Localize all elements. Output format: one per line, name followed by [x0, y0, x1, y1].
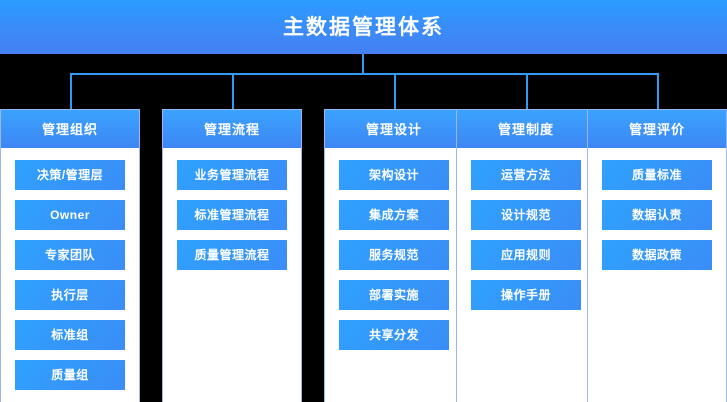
- chip-item[interactable]: 专家团队: [15, 240, 125, 270]
- column-body-4: 运营方法设计规范应用规则操作手册: [457, 148, 595, 310]
- connector-drop-2: [232, 73, 234, 109]
- column-5: 管理评价质量标准数据认责数据政策: [587, 109, 727, 402]
- chip-label: 标准组: [51, 328, 89, 342]
- column-body-5: 质量标准数据认责数据政策: [588, 148, 726, 270]
- diagram-banner: 主数据管理体系: [0, 0, 727, 54]
- chip-label: 质量组: [51, 368, 89, 382]
- chip-label: 质量标准: [631, 168, 682, 182]
- column-2: 管理流程业务管理流程标准管理流程质量管理流程: [162, 109, 302, 402]
- chip-label: 质量管理流程: [194, 248, 270, 262]
- chip-item[interactable]: 设计规范: [471, 200, 581, 230]
- chip-item[interactable]: Owner: [15, 200, 125, 230]
- chip-label: 业务管理流程: [194, 168, 270, 182]
- chip-label: 数据认责: [631, 208, 682, 222]
- chip-label: 部署实施: [368, 288, 419, 302]
- chip-item[interactable]: 架构设计: [339, 160, 449, 190]
- column-body-2: 业务管理流程标准管理流程质量管理流程: [163, 148, 301, 270]
- chip-label: 服务规范: [368, 248, 419, 262]
- connector-bus: [70, 73, 657, 75]
- connector-drop-3: [394, 73, 396, 109]
- chip-label: 专家团队: [44, 248, 95, 262]
- connector-drop-1: [70, 73, 72, 109]
- connector-drop-5: [657, 73, 659, 109]
- chip-item[interactable]: 标准组: [15, 320, 125, 350]
- chip-item[interactable]: 共享分发: [339, 320, 449, 350]
- chip-label: 操作手册: [500, 288, 551, 302]
- connector-drop-4: [526, 73, 528, 109]
- chip-label: Owner: [50, 208, 90, 222]
- chip-item[interactable]: 数据认责: [602, 200, 712, 230]
- chip-label: 应用规则: [500, 248, 551, 262]
- page-title: 主数据管理体系: [283, 15, 444, 39]
- column-body-3: 架构设计集成方案服务规范部署实施共享分发: [325, 148, 463, 350]
- chip-label: 决策/管理层: [36, 168, 104, 182]
- column-header-3[interactable]: 管理设计: [325, 110, 463, 148]
- chip-label: 运营方法: [500, 168, 551, 182]
- chip-label: 集成方案: [368, 208, 419, 222]
- chip-label: 设计规范: [500, 208, 551, 222]
- chip-item[interactable]: 部署实施: [339, 280, 449, 310]
- chip-item[interactable]: 服务规范: [339, 240, 449, 270]
- chip-item[interactable]: 执行层: [15, 280, 125, 310]
- column-header-label: 管理评价: [628, 121, 685, 137]
- chip-label: 执行层: [51, 288, 89, 302]
- column-header-4[interactable]: 管理制度: [457, 110, 595, 148]
- chip-label: 共享分发: [368, 328, 419, 342]
- column-1: 管理组织决策/管理层 Owner 专家团队执行层标准组质量组: [0, 109, 140, 402]
- column-header-1[interactable]: 管理组织: [1, 110, 139, 148]
- chip-label: 架构设计: [368, 168, 419, 182]
- chip-item[interactable]: 集成方案: [339, 200, 449, 230]
- column-header-label: 管理设计: [365, 121, 422, 137]
- chip-label: 数据政策: [631, 248, 682, 262]
- chip-label: 标准管理流程: [194, 208, 270, 222]
- chip-item[interactable]: 质量标准: [602, 160, 712, 190]
- column-header-5[interactable]: 管理评价: [588, 110, 726, 148]
- chip-item[interactable]: 数据政策: [602, 240, 712, 270]
- chip-item[interactable]: 应用规则: [471, 240, 581, 270]
- chip-item[interactable]: 运营方法: [471, 160, 581, 190]
- chip-item[interactable]: 业务管理流程: [177, 160, 287, 190]
- chip-item[interactable]: 质量组: [15, 360, 125, 390]
- chip-item[interactable]: 操作手册: [471, 280, 581, 310]
- chip-item[interactable]: 质量管理流程: [177, 240, 287, 270]
- column-body-1: 决策/管理层 Owner 专家团队执行层标准组质量组: [1, 148, 139, 390]
- chip-item[interactable]: 标准管理流程: [177, 200, 287, 230]
- connector-stem: [362, 54, 364, 75]
- chip-item[interactable]: 决策/管理层: [15, 160, 125, 190]
- column-header-label: 管理制度: [497, 121, 554, 137]
- column-header-label: 管理流程: [203, 121, 260, 137]
- column-header-2[interactable]: 管理流程: [163, 110, 301, 148]
- column-3: 管理设计架构设计集成方案服务规范部署实施共享分发: [324, 109, 464, 402]
- column-header-label: 管理组织: [41, 121, 98, 137]
- column-4: 管理制度运营方法设计规范应用规则操作手册: [456, 109, 596, 402]
